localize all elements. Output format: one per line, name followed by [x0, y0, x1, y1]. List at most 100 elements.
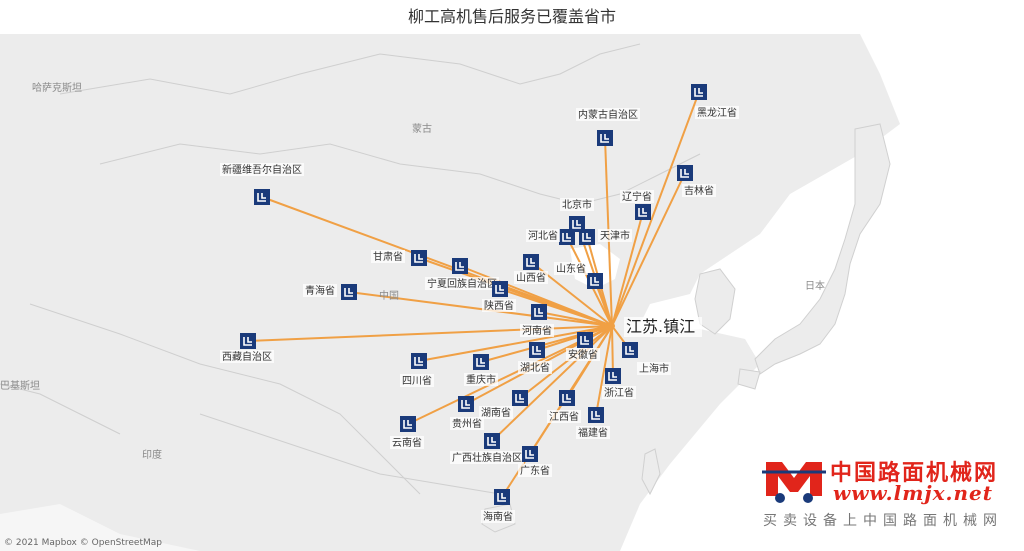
province-marker[interactable]: 广东省	[518, 446, 552, 477]
logo-glyph-icon	[532, 346, 541, 355]
geo-label: 蒙古	[412, 122, 432, 135]
label-background	[390, 436, 424, 449]
route-line	[595, 325, 613, 416]
province-marker[interactable]: 河南省	[520, 304, 554, 337]
watermark-slogan: 买卖设备上中国路面机械网	[763, 513, 1003, 529]
province-label: 广东省	[520, 464, 550, 477]
province-label: 海南省	[483, 510, 513, 523]
logo-glyph-icon	[590, 277, 599, 286]
label-background	[514, 271, 548, 284]
logo-glyph-icon	[525, 450, 534, 459]
province-label: 甘肃省	[373, 250, 403, 263]
province-marker[interactable]: 广西壮族自治区	[450, 433, 524, 464]
label-background	[450, 417, 484, 430]
province-label: 广西壮族自治区	[452, 451, 522, 464]
province-marker[interactable]: 贵州省	[450, 396, 484, 430]
route-line	[519, 325, 613, 399]
route-line	[611, 172, 686, 327]
map-area[interactable]: 哈萨克斯坦蒙古中国日本巴基斯坦印度 黑龙江省内蒙古自治区吉林省辽宁省北京市河北省…	[0, 34, 1024, 551]
province-marker[interactable]: 湖南省	[479, 390, 528, 419]
route-line	[499, 288, 613, 327]
province-marker[interactable]: 内蒙古自治区	[576, 108, 640, 146]
label-background	[554, 262, 588, 275]
province-marker[interactable]: 宁夏回族自治区	[425, 258, 499, 290]
logo-glyph-icon	[638, 208, 647, 217]
hub-group[interactable]: 江苏.镇江	[609, 317, 702, 337]
province-marker[interactable]: 黑龙江省	[691, 84, 739, 119]
logo-glyph-icon	[243, 337, 252, 346]
province-marker[interactable]: 辽宁省	[620, 190, 654, 220]
province-label: 云南省	[392, 436, 422, 449]
province-marker[interactable]: 安徽省	[566, 332, 600, 361]
province-marker[interactable]: 山西省	[514, 254, 548, 284]
logo-glyph-icon	[582, 233, 591, 242]
logo-glyph-icon	[414, 357, 423, 366]
province-marker[interactable]: 江西省	[547, 390, 581, 423]
logo-glyph-icon	[487, 437, 496, 446]
province-marker[interactable]: 西藏自治区	[220, 333, 274, 363]
province-marker[interactable]: 甘肃省	[371, 250, 427, 266]
province-marker[interactable]: 福建省	[576, 407, 610, 439]
watermark-logo-icon	[762, 462, 826, 503]
label-background	[637, 362, 671, 375]
logo-glyph-icon	[572, 220, 581, 229]
label-background	[576, 426, 610, 439]
logo-glyph-icon	[600, 134, 609, 143]
province-label: 四川省	[402, 374, 432, 387]
province-marker[interactable]: 浙江省	[602, 368, 636, 399]
label-background	[303, 284, 337, 297]
label-background	[560, 198, 594, 211]
logo-glyph-icon	[580, 336, 589, 345]
label-background	[520, 324, 554, 337]
province-label: 山东省	[556, 262, 586, 275]
province-label: 安徽省	[568, 348, 598, 361]
watermark-site-name: 中国路面机械网	[830, 461, 999, 486]
logo-glyph-icon	[608, 372, 617, 381]
route-line	[611, 211, 644, 327]
province-marker[interactable]: 陕西省	[482, 281, 516, 312]
province-marker[interactable]: 湖北省	[518, 342, 552, 374]
province-marker[interactable]: 北京市	[560, 198, 594, 232]
logo-glyph-icon	[562, 394, 571, 403]
province-marker[interactable]: 海南省	[481, 489, 515, 523]
province-marker[interactable]: 新疆维吾尔自治区	[220, 163, 304, 205]
logo-glyph-icon	[680, 169, 689, 178]
province-marker[interactable]: 重庆市	[464, 354, 498, 386]
province-marker[interactable]: 山东省	[554, 262, 603, 289]
province-label: 重庆市	[466, 373, 496, 386]
province-markers[interactable]: 黑龙江省内蒙古自治区吉林省辽宁省北京市河北省天津市 新疆维吾尔自治区甘肃省 山西省山…	[220, 84, 739, 523]
hub-label: 江苏.镇江	[626, 317, 695, 336]
province-marker[interactable]: 青海省	[303, 284, 357, 300]
logo-glyph-icon	[526, 258, 535, 267]
label-background	[518, 464, 552, 477]
japan-land	[737, 123, 891, 390]
label-background	[518, 361, 552, 374]
province-marker[interactable]: 云南省	[390, 416, 424, 449]
hub-point[interactable]	[609, 323, 615, 329]
province-label: 青海省	[305, 284, 335, 297]
province-label: 陕西省	[484, 299, 514, 312]
province-label: 福建省	[578, 426, 608, 439]
geo-label: 日本	[805, 279, 825, 292]
logo-glyph-icon	[625, 346, 634, 355]
label-background	[682, 184, 716, 197]
province-label: 辽宁省	[622, 190, 652, 203]
label-background	[547, 410, 581, 423]
watermark-url: www.lmjx.net	[833, 481, 993, 505]
geo-label: 哈萨克斯坦	[32, 81, 82, 94]
label-background	[526, 229, 560, 242]
province-marker[interactable]: 河北省	[526, 229, 575, 245]
label-background	[371, 250, 405, 263]
route-line	[611, 325, 614, 377]
logo-glyph-icon	[414, 254, 423, 263]
label-background	[220, 350, 274, 363]
map-attribution: © 2021 Mapbox © OpenStreetMap	[4, 538, 162, 548]
province-marker[interactable]: 上海市	[622, 342, 671, 375]
label-background	[400, 374, 434, 387]
label-background	[220, 163, 304, 176]
province-marker[interactable]: 天津市	[579, 229, 632, 245]
province-marker[interactable]: 四川省	[400, 353, 434, 387]
label-background	[450, 451, 524, 464]
province-marker[interactable]: 吉林省	[677, 165, 716, 197]
